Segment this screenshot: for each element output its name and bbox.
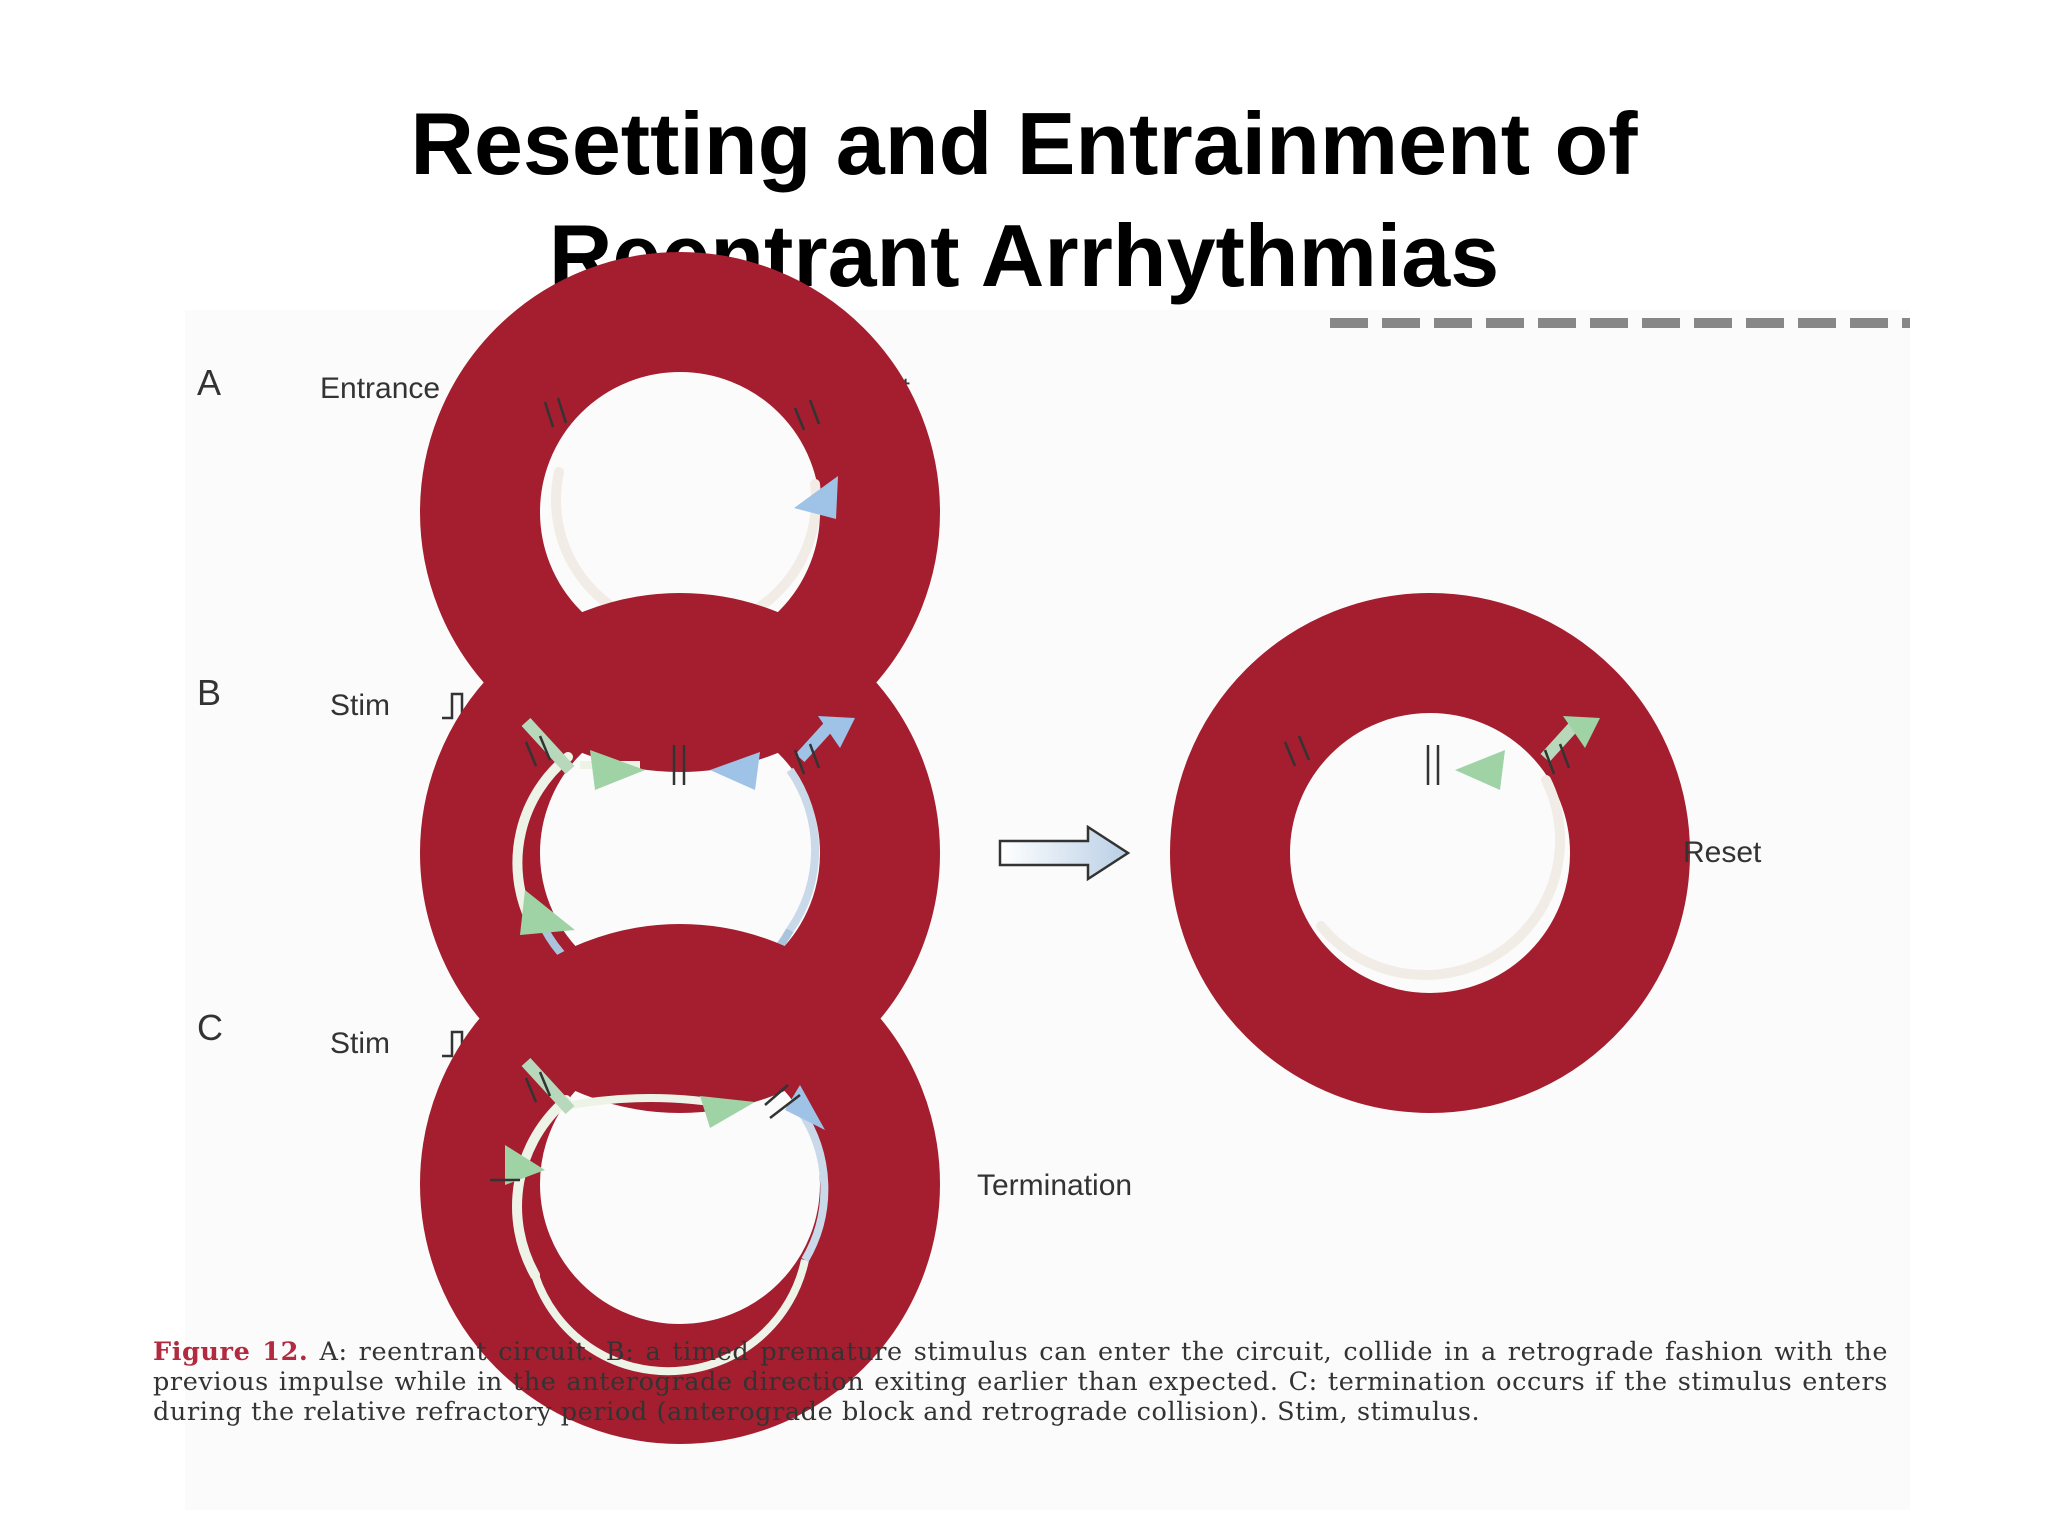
panel-b-reset-circuit: [1170, 593, 1690, 1113]
figure-caption: Figure 12. A: reentrant circuit. B: a ti…: [153, 1337, 1888, 1427]
retrograde-path: [796, 1107, 829, 1263]
circuit-path: [531, 1259, 809, 1376]
blue-arrowhead: [794, 476, 838, 519]
figure-caption-text: A: reentrant circuit. B: a timed prematu…: [153, 1337, 1889, 1427]
entrance-tick: [524, 1071, 552, 1103]
retrograde-path: [786, 767, 820, 933]
ring: [420, 924, 940, 1444]
green-arrowhead: [700, 1096, 755, 1128]
panel-c-letter: C: [197, 1007, 223, 1048]
collision-mark: [764, 1084, 801, 1119]
cropped-text-remnant: [1330, 318, 1910, 328]
blue-arrowhead: [818, 716, 855, 748]
circuit-path: [1316, 775, 1565, 980]
exit-tick: [793, 399, 821, 431]
green-arrowhead: [520, 890, 575, 935]
block-mark: [1426, 745, 1440, 785]
ring: [1170, 593, 1690, 1113]
blue-arrowhead: [785, 1085, 825, 1130]
green-arrowhead: [1563, 716, 1600, 748]
ring: [420, 593, 940, 1113]
stim-entry-shaft: [521, 1057, 575, 1115]
stim-c-label: Stim: [330, 1027, 390, 1060]
stim-b-label: Stim: [330, 689, 390, 722]
termination-label: Termination: [977, 1169, 1132, 1202]
green-arrowhead: [505, 1145, 545, 1185]
stim-entry-shaft: [521, 717, 575, 775]
exit-tick: [1543, 743, 1571, 775]
panel-c-circuit: [420, 924, 940, 1444]
anterograde-path: [512, 752, 573, 925]
green-arrowhead: [1455, 750, 1505, 790]
entrance-tick: [524, 735, 552, 767]
entrance-tick: [1283, 735, 1311, 767]
transition-arrow: [998, 824, 1131, 882]
exit-shaft: [1540, 720, 1580, 763]
collision-block-mark: [672, 745, 686, 785]
panel-a-letter: A: [197, 362, 221, 403]
panel-b-letter: B: [197, 672, 221, 713]
exit-tick: [793, 743, 821, 775]
figure-caption-label: Figure 12.: [153, 1337, 309, 1367]
blue-arrowhead: [710, 752, 760, 790]
slide-title: Resetting and Entrainment of Reentrant A…: [0, 88, 2048, 312]
slide-title-line-1: Resetting and Entrainment of: [410, 94, 1638, 193]
exit-shaft: [795, 720, 835, 763]
entrance-tick: [543, 397, 568, 428]
reset-label: Reset: [1683, 836, 1762, 869]
circuit-path: [512, 1095, 571, 1280]
entrance-label: Entrance: [320, 372, 440, 405]
green-arrowhead: [590, 750, 645, 790]
